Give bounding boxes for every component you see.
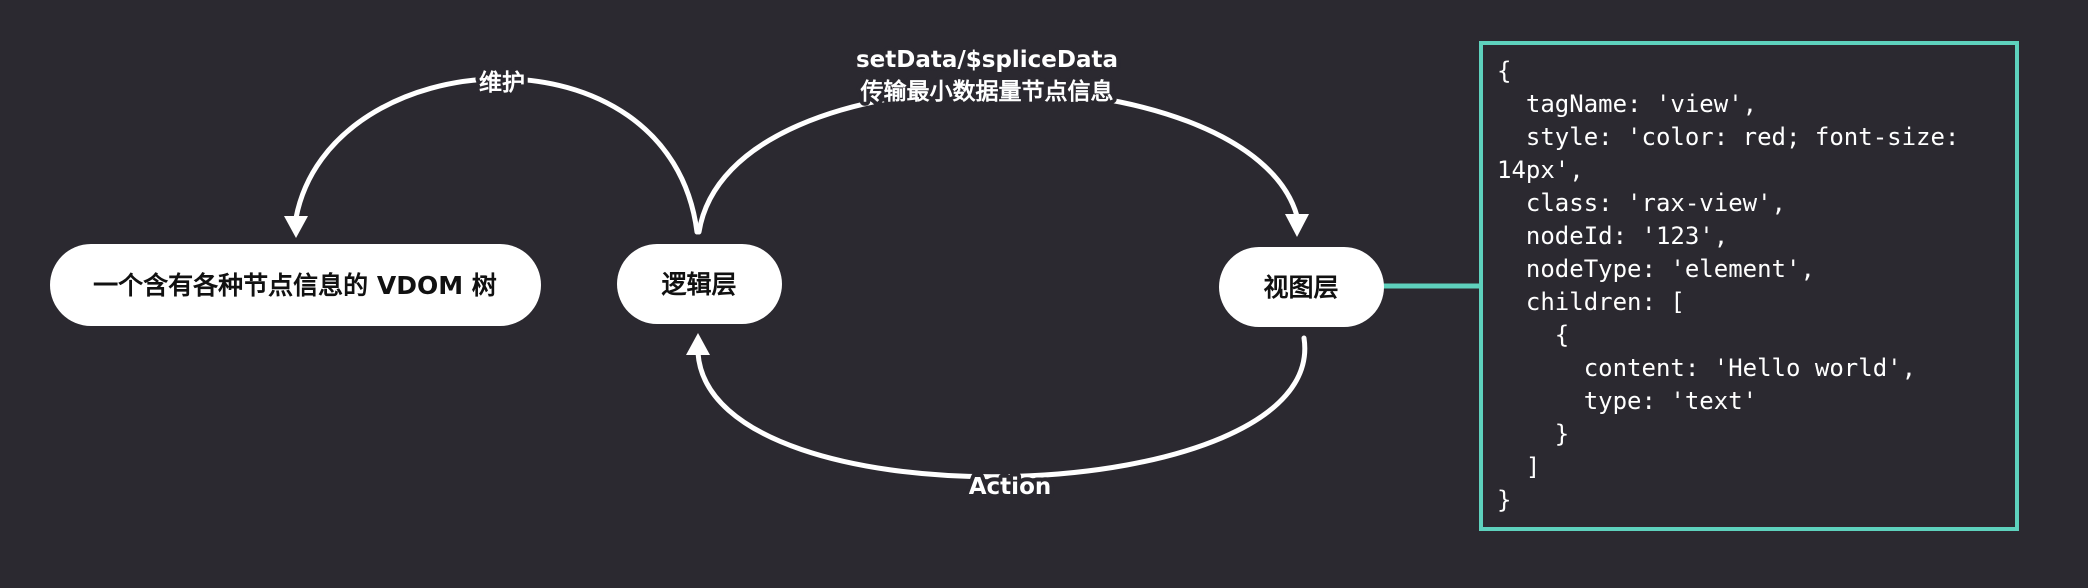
node-data-code-box: { tagName: 'view', style: 'color: red; f…: [1479, 41, 2019, 531]
node-data-code: { tagName: 'view', style: 'color: red; f…: [1497, 57, 1960, 514]
node-vdom-label: 一个含有各种节点信息的 VDOM 树: [93, 271, 497, 300]
node-vdom: 一个含有各种节点信息的 VDOM 树: [50, 244, 541, 326]
edge-maintain: [293, 76, 700, 235]
node-logic: 逻辑层: [617, 244, 782, 324]
edge-action-label: Action: [969, 474, 1052, 500]
node-logic-label: 逻辑层: [661, 270, 736, 299]
edge-action-arrowhead: [686, 333, 710, 355]
edge-set-data-label-line1: setData/$spliceData: [856, 47, 1118, 73]
edge-action: [695, 335, 1308, 480]
node-view-label: 视图层: [1263, 273, 1338, 302]
edge-set-data: [696, 87, 1300, 235]
edge-maintain-label: 维护: [479, 69, 525, 96]
edge-set-data-label-line2: 传输最小数据量节点信息: [860, 78, 1114, 105]
node-view: 视图层: [1219, 247, 1384, 327]
edge-maintain-arrowhead: [284, 216, 308, 238]
edge-set-data-arrowhead: [1285, 214, 1309, 237]
